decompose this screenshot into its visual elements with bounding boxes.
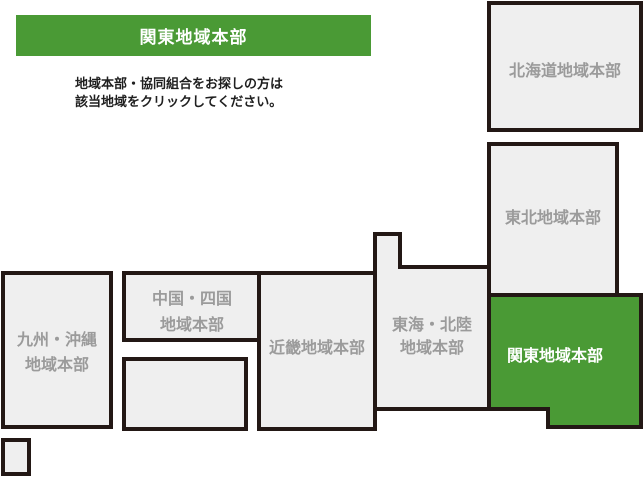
instructions-line-2: 該当地域をクリックしてください。 [75, 95, 283, 110]
region-kanto[interactable]: 関東地域本部 [487, 293, 643, 429]
region-chugoku-shikoku-label-2: 地域本部 [160, 315, 224, 334]
region-tokai-hokuriku-label-2: 地域本部 [400, 338, 464, 357]
region-tokai-hokuriku-label-1: 東海・北陸 [392, 315, 472, 334]
region-kyushu-okinawa-label-2: 地域本部 [25, 355, 89, 374]
region-kanto-label: 関東地域本部 [507, 346, 603, 365]
region-chugoku-shikoku[interactable]: 中国・四国 地域本部 [122, 271, 261, 431]
instructions-text: 地域本部・協同組合をお探しの方は 該当地域をクリックしてください。 [75, 76, 375, 112]
selected-region-title: 関東地域本部 [139, 28, 248, 48]
instructions-line-1: 地域本部・協同組合をお探しの方は [75, 77, 284, 92]
region-kinki-label: 近畿地域本部 [269, 338, 365, 357]
region-tokai-hokuriku[interactable]: 東海・北陸 地域本部 [373, 232, 491, 411]
selected-region-banner: 関東地域本部 [16, 15, 371, 56]
region-kyushu-okinawa-label-1: 九州・沖縄 [16, 330, 97, 349]
region-kinki[interactable]: 近畿地域本部 [257, 271, 377, 431]
region-chugoku-shikoku-label-1: 中国・四国 [152, 289, 232, 308]
region-kyushu-okinawa[interactable]: 九州・沖縄 地域本部 [1, 271, 113, 476]
region-hokkaido[interactable]: 北海道地域本部 [487, 1, 643, 132]
region-tohoku[interactable]: 東北地域本部 [487, 142, 619, 297]
region-hokkaido-label: 北海道地域本部 [509, 61, 621, 80]
region-tohoku-label: 東北地域本部 [505, 208, 601, 227]
